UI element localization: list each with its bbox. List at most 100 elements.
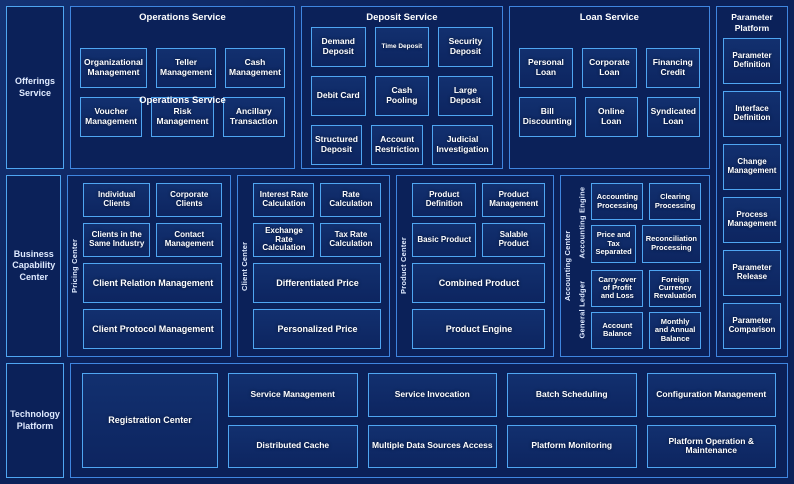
vertical-label-accounting-center: Accounting Center xyxy=(563,230,573,302)
card-distributed-cache[interactable]: Distributed Cache xyxy=(228,424,358,468)
card-combined-product[interactable]: Combined Product xyxy=(412,263,546,303)
card-batch-scheduling[interactable]: Batch Scheduling xyxy=(507,373,637,417)
tech-column: Batch Scheduling Platform Monitoring xyxy=(507,373,637,468)
card-accounting-processing[interactable]: Accounting Processing xyxy=(591,183,644,221)
card-security-deposit[interactable]: Security Deposit xyxy=(438,27,493,67)
card-account-restriction[interactable]: Account Restriction xyxy=(370,125,424,165)
vertical-label-product-center: Product Center xyxy=(399,237,409,295)
group-pricing-center: Pricing Center Individual Clients Corpor… xyxy=(67,175,232,357)
card-product-definition[interactable]: Product Definition xyxy=(412,183,476,217)
card-teller-management[interactable]: Teller Management xyxy=(156,48,216,88)
card-interface-definition[interactable]: Interface Definition xyxy=(723,91,781,138)
card-price-and-tax-separated[interactable]: Price and Tax Separated xyxy=(591,225,636,263)
card-service-management[interactable]: Service Management xyxy=(228,373,358,417)
card-syndicated-loan[interactable]: Syndicated Loan xyxy=(646,97,700,137)
vertical-label-client-center: Client Center xyxy=(240,241,250,291)
card-parameter-comparison[interactable]: Parameter Comparison xyxy=(723,303,781,349)
card-ancillary-transaction[interactable]: Ancillary Transaction xyxy=(222,97,285,137)
group-title-operations-service: Operations Service xyxy=(139,12,226,23)
card-row: Organizational Management Teller Managem… xyxy=(80,48,285,88)
card-row: Clients in the Same Industry Contact Man… xyxy=(83,223,223,257)
card-multiple-data-sources-access[interactable]: Multiple Data Sources Access xyxy=(367,424,497,468)
card-row: Exchange Rate Calculation Tax Rate Calcu… xyxy=(253,223,382,257)
card-voucher-management[interactable]: Voucher Management xyxy=(80,97,143,137)
business-capability-row: Business Capability Center Pricing Cente… xyxy=(6,175,788,357)
card-cash-management[interactable]: Cash Management xyxy=(225,48,285,88)
card-row: Individual Clients Corporate Clients xyxy=(83,183,223,217)
card-row: Carry-over of Profit and Loss Foreign Cu… xyxy=(591,269,701,307)
card-row: Account Balance Monthly and Annual Balan… xyxy=(591,311,701,349)
card-row: Price and Tax Separated Reconciliation P… xyxy=(591,225,701,263)
card-debit-card[interactable]: Debit Card xyxy=(310,76,366,116)
group-loan-service: Loan Service Personal Loan Corporate Loa… xyxy=(508,6,710,169)
card-row: Accounting Processing Clearing Processin… xyxy=(591,183,701,221)
card-service-invocation[interactable]: Service Invocation xyxy=(367,373,497,417)
card-corporate-loan[interactable]: Corporate Loan xyxy=(582,48,637,88)
card-demand-deposit[interactable]: Demand Deposit xyxy=(310,27,366,67)
card-time-deposit[interactable]: Time Deposit xyxy=(374,27,430,67)
card-personal-loan[interactable]: Personal Loan xyxy=(518,48,574,88)
card-clients-in-the-same-industry[interactable]: Clients in the Same Industry xyxy=(83,223,150,257)
row-label-offerings-service: Offerings Service xyxy=(6,6,64,169)
card-interest-rate-calculation[interactable]: Interest Rate Calculation xyxy=(253,183,315,217)
group-title-loan-service: Loan Service xyxy=(579,12,639,23)
card-parameter-release[interactable]: Parameter Release xyxy=(723,250,781,297)
group-accounting-center: Accounting Center Accounting Engine Acco… xyxy=(560,175,710,357)
card-platform-operation-maintenance[interactable]: Platform Operation & Maintenance xyxy=(646,424,776,468)
card-structured-deposit[interactable]: Structured Deposit xyxy=(310,125,362,165)
card-rate-calculation[interactable]: Rate Calculation xyxy=(320,183,382,217)
group-title-deposit-service: Deposit Service xyxy=(366,12,438,23)
card-bill-discounting[interactable]: Bill Discounting xyxy=(518,97,576,137)
card-financing-credit[interactable]: Financing Credit xyxy=(645,48,701,88)
card-carry-over-of-profit-and-loss[interactable]: Carry-over of Profit and Loss xyxy=(591,269,644,307)
vertical-label-accounting-engine: Accounting Engine xyxy=(577,186,587,259)
technology-platform-content: Registration Center Service Management D… xyxy=(70,363,788,478)
technology-platform-row: Technology Platform Registration Center … xyxy=(6,363,788,478)
card-row: Demand Deposit Time Deposit Security Dep… xyxy=(310,27,493,67)
row-label-technology-platform: Technology Platform xyxy=(6,363,64,478)
card-process-management[interactable]: Process Management xyxy=(723,197,781,244)
card-client-protocol-management[interactable]: Client Protocol Management xyxy=(83,309,223,349)
card-row: Interest Rate Calculation Rate Calculati… xyxy=(253,183,382,217)
card-product-management[interactable]: Product Management xyxy=(481,183,546,217)
card-tax-rate-calculation[interactable]: Tax Rate Calculation xyxy=(320,223,382,257)
card-row: Basic Product Salable Product xyxy=(412,223,546,257)
card-registration-center[interactable]: Registration Center xyxy=(82,373,218,468)
card-configuration-management[interactable]: Configuration Management xyxy=(646,373,776,417)
card-personalized-price[interactable]: Personalized Price xyxy=(253,309,382,349)
card-parameter-definition[interactable]: Parameter Definition xyxy=(723,38,781,85)
vertical-label-pricing-center: Pricing Center xyxy=(70,238,80,294)
card-basic-product[interactable]: Basic Product xyxy=(412,223,476,257)
tech-column: Service Management Distributed Cache xyxy=(228,373,358,468)
card-salable-product[interactable]: Salable Product xyxy=(481,223,546,257)
card-change-management[interactable]: Change Management xyxy=(723,144,781,191)
card-platform-monitoring[interactable]: Platform Monitoring xyxy=(507,424,637,468)
tech-column: Service Invocation Multiple Data Sources… xyxy=(367,373,497,468)
card-contact-management[interactable]: Contact Management xyxy=(155,223,223,257)
card-cash-pooling[interactable]: Cash Pooling xyxy=(374,76,430,116)
offerings-service-row: Offerings Service Operations Service Org… xyxy=(6,6,788,357)
business-capability-centers: Pricing Center Individual Clients Corpor… xyxy=(67,175,710,357)
card-client-relation-management[interactable]: Client Relation Management xyxy=(83,263,223,303)
card-online-loan[interactable]: Online Loan xyxy=(584,97,638,137)
card-differentiated-price[interactable]: Differentiated Price xyxy=(253,263,382,303)
card-large-deposit[interactable]: Large Deposit xyxy=(438,76,493,116)
group-deposit-service: Deposit Service Demand Deposit Time Depo… xyxy=(300,6,503,169)
card-reconciliation-processing[interactable]: Reconciliation Processing xyxy=(641,225,701,263)
subgroup-general-ledger: General Ledger Carry-over of Profit and … xyxy=(576,269,701,349)
card-monthly-and-annual-balance[interactable]: Monthly and Annual Balance xyxy=(649,311,701,349)
card-clearing-processing[interactable]: Clearing Processing xyxy=(649,183,701,221)
card-product-engine[interactable]: Product Engine xyxy=(412,309,546,349)
card-risk-management[interactable]: Risk Management xyxy=(151,97,214,137)
card-account-balance[interactable]: Account Balance xyxy=(591,311,644,349)
card-row: Debit Card Cash Pooling Large Deposit xyxy=(310,76,493,116)
card-individual-clients[interactable]: Individual Clients xyxy=(83,183,150,217)
tech-column: Configuration Management Platform Operat… xyxy=(646,373,776,468)
card-exchange-rate-calculation[interactable]: Exchange Rate Calculation xyxy=(253,223,315,257)
card-organizational-management[interactable]: Organizational Management xyxy=(80,48,148,88)
card-row: Bill Discounting Online Loan Syndicated … xyxy=(518,97,700,137)
card-judicial-investigation[interactable]: Judicial Investigation xyxy=(432,125,493,165)
card-corporate-clients[interactable]: Corporate Clients xyxy=(155,183,223,217)
card-foreign-currency-revaluation[interactable]: Foreign Currency Revaluation xyxy=(649,269,701,307)
